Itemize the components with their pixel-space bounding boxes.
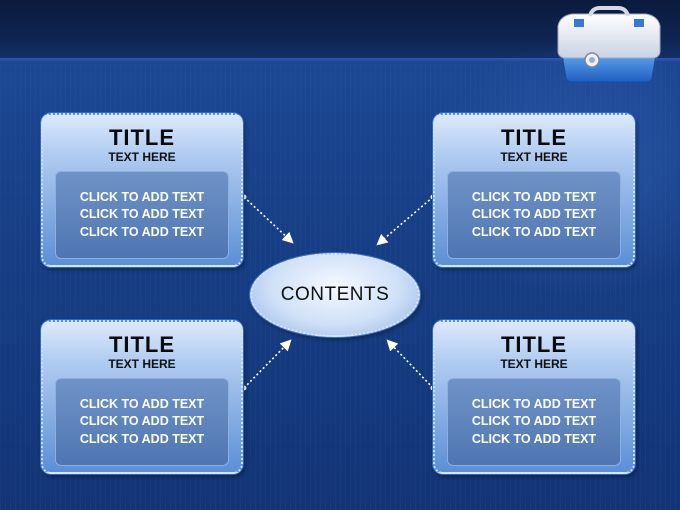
card-text-line[interactable]: CLICK TO ADD TEXT	[471, 414, 597, 429]
header-divider	[0, 58, 680, 62]
card-text-line[interactable]: CLICK TO ADD TEXT	[471, 189, 597, 204]
card-body[interactable]: CLICK TO ADD TEXT CLICK TO ADD TEXT CLIC…	[55, 171, 229, 259]
contents-label[interactable]: CONTENTS	[280, 284, 390, 305]
arrow-top-right	[376, 196, 434, 246]
card-title[interactable]: TITLE	[108, 332, 176, 357]
card-title[interactable]: TITLE	[500, 125, 568, 150]
card-subtitle[interactable]: TEXT HERE	[108, 357, 176, 371]
card-text-line[interactable]: CLICK TO ADD TEXT	[79, 189, 205, 204]
card-text-line[interactable]: CLICK TO ADD TEXT	[471, 207, 597, 222]
toolbox-icon	[557, 6, 661, 83]
card-body[interactable]: CLICK TO ADD TEXT CLICK TO ADD TEXT CLIC…	[55, 378, 229, 466]
card-title[interactable]: TITLE	[500, 332, 568, 357]
card-subtitle[interactable]: TEXT HERE	[500, 150, 568, 164]
arrow-bottom-right	[386, 339, 434, 389]
card-body[interactable]: CLICK TO ADD TEXT CLICK TO ADD TEXT CLIC…	[447, 378, 621, 466]
card-text-line[interactable]: CLICK TO ADD TEXT	[79, 396, 205, 411]
arrow-bottom-left	[243, 339, 292, 389]
card-text-line[interactable]: CLICK TO ADD TEXT	[79, 414, 205, 429]
text-card-top-left[interactable]: TITLE TEXT HERE CLICK TO ADD TEXT CLICK …	[41, 113, 243, 267]
card-text-line[interactable]: CLICK TO ADD TEXT	[79, 431, 205, 446]
card-subtitle[interactable]: TEXT HERE	[108, 150, 176, 164]
card-title[interactable]: TITLE	[108, 125, 176, 150]
card-text-line[interactable]: CLICK TO ADD TEXT	[79, 207, 205, 222]
text-card-top-right[interactable]: TITLE TEXT HERE CLICK TO ADD TEXT CLICK …	[433, 113, 635, 267]
card-text-line[interactable]: CLICK TO ADD TEXT	[471, 396, 597, 411]
card-body[interactable]: CLICK TO ADD TEXT CLICK TO ADD TEXT CLIC…	[447, 171, 621, 259]
card-text-line[interactable]: CLICK TO ADD TEXT	[79, 224, 205, 239]
card-text-line[interactable]: CLICK TO ADD TEXT	[471, 431, 597, 446]
contents-ellipse[interactable]: CONTENTS	[250, 253, 420, 337]
card-text-line[interactable]: CLICK TO ADD TEXT	[471, 224, 597, 239]
text-card-bottom-right[interactable]: TITLE TEXT HERE CLICK TO ADD TEXT CLICK …	[433, 320, 635, 474]
card-subtitle[interactable]: TEXT HERE	[500, 357, 568, 371]
arrow-top-left	[243, 196, 294, 244]
text-card-bottom-left[interactable]: TITLE TEXT HERE CLICK TO ADD TEXT CLICK …	[41, 320, 243, 474]
